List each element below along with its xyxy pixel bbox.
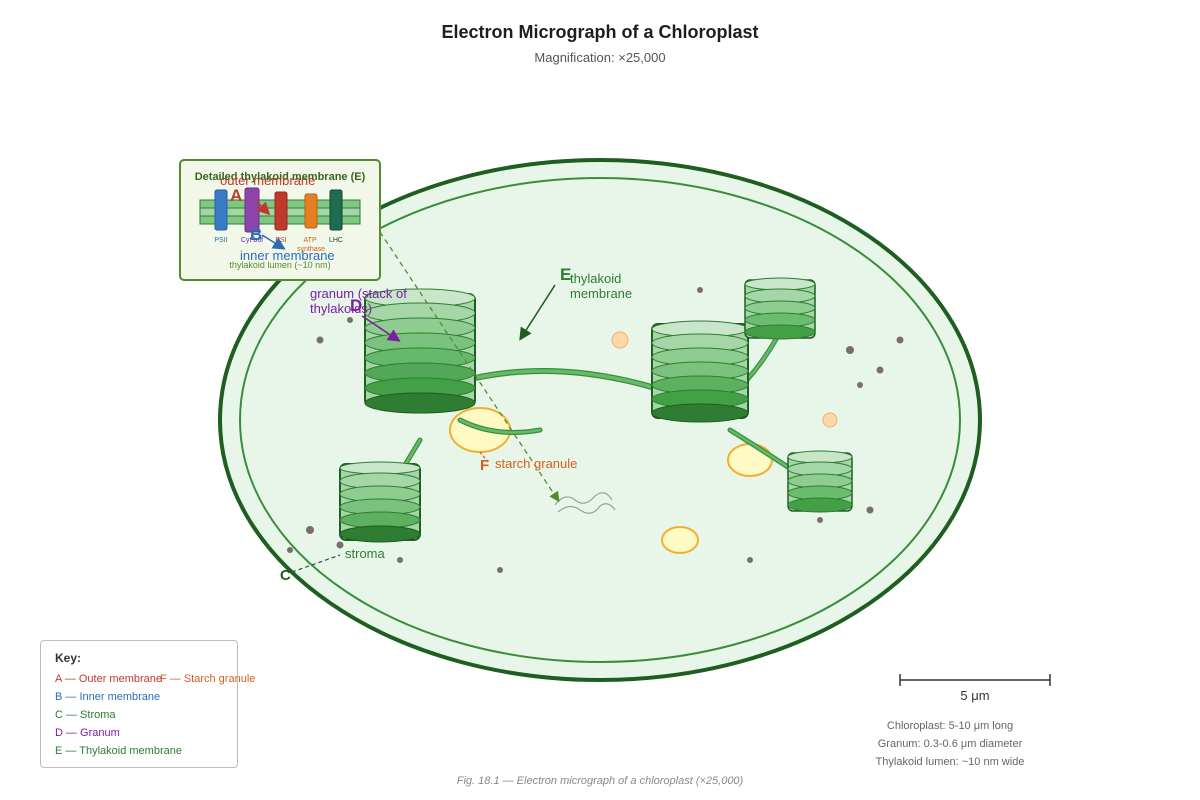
stroma-particles bbox=[287, 287, 904, 573]
label-d-letter: D bbox=[350, 296, 362, 315]
label-starch-granule: F starch granule bbox=[479, 451, 577, 474]
label-b-letter: B bbox=[250, 225, 262, 244]
inset-lumen-note: thylakoid lumen (~10 nm) bbox=[229, 260, 330, 270]
key-title: Key: bbox=[55, 651, 82, 665]
granum bbox=[787, 450, 853, 513]
label-inner-membrane-text: inner membrane bbox=[240, 248, 335, 263]
label-thylakoid-membrane: E thylakoid membrane bbox=[519, 265, 632, 341]
note-chloroplast-size: Chloroplast: 5-10 μm long bbox=[886, 720, 1014, 732]
label-thylakoid-text: thylakoid membrane bbox=[570, 271, 632, 301]
starch-granule bbox=[661, 526, 699, 554]
granum bbox=[744, 277, 816, 340]
atp-synthase-complex bbox=[304, 193, 318, 229]
key-item-f: F — Starch granule bbox=[160, 673, 256, 685]
label-stroma-text: stroma bbox=[345, 546, 386, 561]
key-item-b: B — Inner membrane bbox=[55, 691, 161, 703]
key-item-a: A — Outer membrane bbox=[55, 673, 162, 685]
protein-label-atp-line-1: ATP bbox=[304, 237, 317, 244]
thylakoid-inset: Detailed thylakoid membrane (E) PSII Cyt… bbox=[179, 159, 381, 281]
starch-granule bbox=[727, 443, 773, 477]
label-stroma: C stroma bbox=[280, 546, 386, 584]
protein-label-cytb6f: Cyt b6f bbox=[241, 237, 263, 244]
label-granum-text: granum (stack of thylakoids) bbox=[310, 286, 410, 316]
label-thylakoid-line-2: membrane bbox=[570, 286, 632, 301]
protein-label-lhc: LHC bbox=[329, 237, 343, 244]
key-item-d: D — Granum bbox=[55, 727, 120, 739]
psi-complex bbox=[274, 191, 288, 231]
protein-label-atp-line-2: synthase bbox=[297, 246, 325, 253]
protein-label-atp: ATP synthase bbox=[297, 237, 325, 253]
label-f-letter: F bbox=[480, 457, 489, 474]
plastoglobulus bbox=[611, 331, 629, 349]
label-thylakoid-line-1: thylakoid bbox=[570, 271, 621, 286]
scale-bar-label: 5 μm bbox=[960, 688, 989, 703]
inset-title: Detailed thylakoid membrane (E) bbox=[195, 171, 366, 183]
dna-nucleoid bbox=[554, 492, 616, 514]
lhc-complex bbox=[329, 189, 343, 231]
protein-label-psii: PSII bbox=[214, 237, 227, 244]
granum bbox=[651, 320, 749, 423]
page-title: Electron Micrograph of a Chloroplast bbox=[441, 22, 759, 42]
note-granum-size: Granum: 0.3-0.6 μm diameter bbox=[877, 738, 1023, 750]
label-a-letter: A bbox=[230, 186, 242, 205]
page-subtitle: Magnification: ×25,000 bbox=[534, 50, 666, 65]
plastoglobulus bbox=[822, 412, 838, 428]
psii-complex bbox=[214, 189, 228, 231]
granum bbox=[364, 288, 476, 414]
label-granum-line-1: granum (stack of bbox=[310, 286, 407, 301]
key-item-c: C — Stroma bbox=[55, 709, 116, 721]
label-c-letter: C bbox=[280, 567, 291, 584]
label-granum-line-2: thylakoids) bbox=[310, 301, 372, 316]
label-granum: D granum (stack of thylakoids) bbox=[310, 286, 410, 342]
note-lumen-width: Thylakoid lumen: ~10 nm wide bbox=[875, 756, 1025, 768]
label-outer-membrane-text: outer membrane bbox=[220, 173, 315, 188]
label-starch-text: starch granule bbox=[495, 456, 577, 471]
label-e-letter: E bbox=[560, 265, 571, 284]
key-item-e: E — Thylakoid membrane bbox=[55, 745, 182, 757]
key-box: Key: A — Outer membrane B — Inner membra… bbox=[40, 640, 255, 768]
figure-caption: Fig. 18.1 — Electron micrograph of a chl… bbox=[456, 775, 744, 787]
scale-bar: 5 μm bbox=[899, 674, 1051, 703]
inner-membrane bbox=[239, 177, 961, 663]
protein-label-psi: PSI bbox=[275, 237, 286, 244]
granum bbox=[339, 461, 421, 543]
